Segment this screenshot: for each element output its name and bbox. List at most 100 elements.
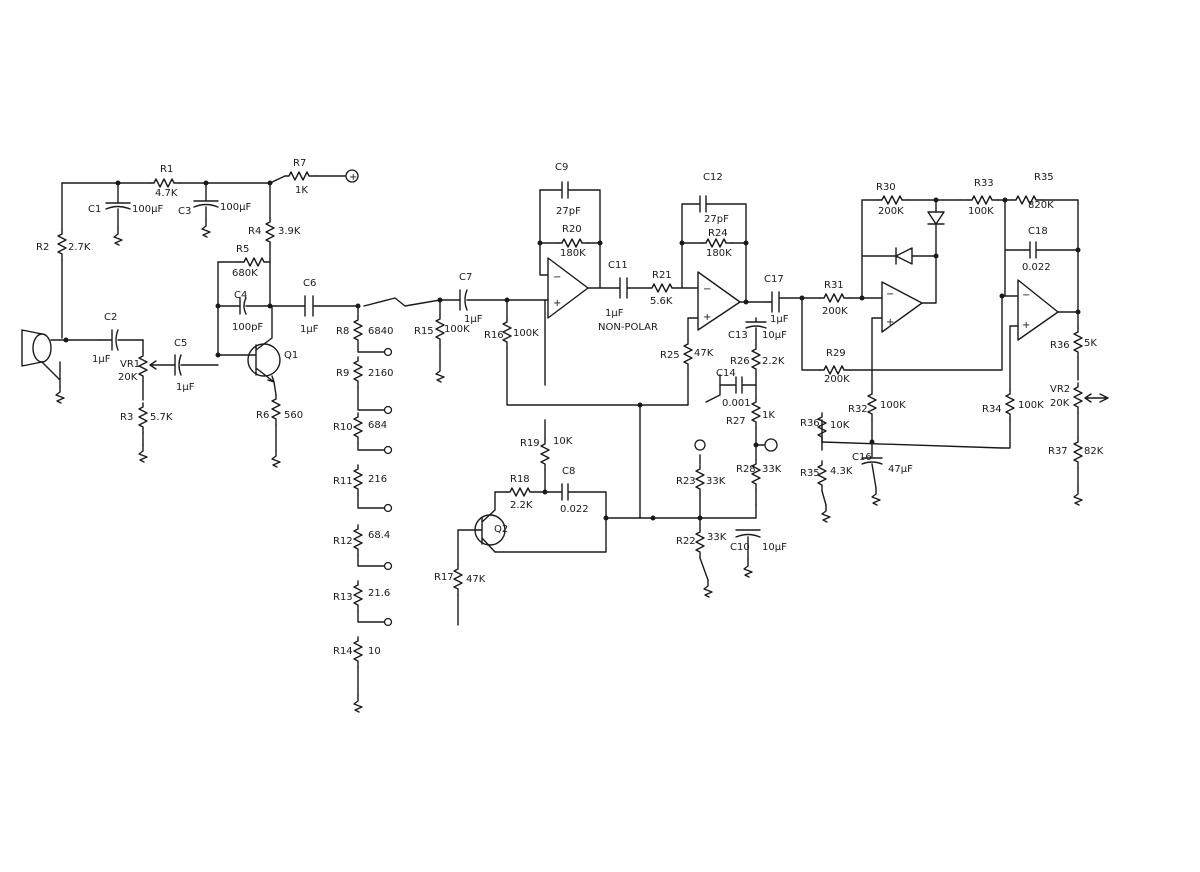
value-r11: 216 xyxy=(368,474,387,485)
supply-terminal-positive xyxy=(345,169,359,183)
label-r26: R26 xyxy=(730,356,750,367)
value-c7: 1µF xyxy=(464,314,483,325)
value-r7: 1K xyxy=(295,185,308,196)
value-r20: 180K xyxy=(560,248,586,259)
label-c7: C7 xyxy=(459,272,472,283)
label-q2: Q2 xyxy=(494,524,508,535)
stage-opamp-gain: − + − + xyxy=(435,181,778,626)
resistor-r16 xyxy=(502,317,512,349)
resistor-r37 xyxy=(1073,437,1083,469)
resistor-r32 xyxy=(867,389,877,421)
resistor-r27 xyxy=(751,397,761,429)
resistor-r22 xyxy=(695,527,705,559)
value-c12: 27pF xyxy=(704,214,729,225)
label-r11: R11 xyxy=(333,476,353,487)
label-r21: R21 xyxy=(652,270,672,281)
label-r36-output: R36 xyxy=(1050,340,1070,351)
label-r31: R31 xyxy=(824,280,844,291)
resistor-r1 xyxy=(149,178,181,188)
label-r9: R9 xyxy=(336,368,349,379)
label-c6: C6 xyxy=(303,278,316,289)
label-c3: C3 xyxy=(178,206,191,217)
label-c14: C14 xyxy=(716,368,736,379)
value-c13: 10µF xyxy=(762,330,787,341)
value-r22: 33K xyxy=(707,532,727,543)
label-r2: R2 xyxy=(36,242,49,253)
value-r9: 2160 xyxy=(368,368,393,379)
opamp-4 xyxy=(1017,279,1059,341)
value-r1: 4.7K xyxy=(155,188,178,199)
value-c2: 1µF xyxy=(92,354,111,365)
value-c10: 10µF xyxy=(762,542,787,553)
label-r13: R13 xyxy=(333,592,353,603)
value-c16: 47µF xyxy=(888,464,913,475)
value-r30: 200K xyxy=(878,206,904,217)
value-r14: 10 xyxy=(368,646,381,657)
value-r23: 33K xyxy=(706,476,726,487)
value-r35: 820K xyxy=(1028,200,1054,211)
value-r6: 560 xyxy=(284,410,303,421)
resistor-r17 xyxy=(453,564,463,596)
value-r21: 5.6K xyxy=(650,296,673,307)
label-r18: R18 xyxy=(510,474,530,485)
opamp-1-inverting: − xyxy=(553,272,561,283)
value-r24: 180K xyxy=(706,248,732,259)
value-c14: 0.001 xyxy=(722,398,751,409)
opamp-1 xyxy=(547,257,589,319)
label-r37: R37 xyxy=(1048,446,1068,457)
value-r4: 3.9K xyxy=(278,226,301,237)
label-vr2: VR2 xyxy=(1050,384,1070,395)
opamp-4-inverting: − xyxy=(1022,290,1030,301)
label-c8: C8 xyxy=(562,466,575,477)
label-c11: C11 xyxy=(608,260,628,271)
label-r32: R32 xyxy=(848,404,868,415)
value-r35-lower: 4.3K xyxy=(830,466,853,477)
opamp-3 xyxy=(881,281,923,333)
label-r33: R33 xyxy=(974,178,994,189)
label-r36: R36 xyxy=(800,418,820,429)
opamp-1-noninverting: + xyxy=(553,298,561,309)
value-r28: 33K xyxy=(762,464,782,475)
label-r35: R35 xyxy=(1034,172,1054,183)
resistor-r4 xyxy=(265,217,275,249)
value-vr1: 20K xyxy=(118,372,138,383)
label-r15: R15 xyxy=(414,326,434,337)
transistor-q1 xyxy=(247,343,281,377)
value-r2: 2.7K xyxy=(68,242,91,253)
value-r16: 100K xyxy=(513,328,539,339)
value-r36-output: 5K xyxy=(1084,338,1097,349)
label-r8: R8 xyxy=(336,326,349,337)
value-r36: 10K xyxy=(830,420,850,431)
label-r35-lower: R35 xyxy=(800,468,820,479)
label-r20: R20 xyxy=(562,224,582,235)
diode-d1 xyxy=(895,247,937,265)
resistor-r29 xyxy=(819,365,851,375)
label-r16: R16 xyxy=(484,330,504,341)
resistor-r20 xyxy=(557,238,589,248)
potentiometer-vr1 xyxy=(138,351,148,383)
supply-terminal-sign: + xyxy=(349,172,357,183)
value-r37: 82K xyxy=(1084,446,1104,457)
value-r26: 2.2K xyxy=(762,356,785,367)
value-r31: 200K xyxy=(822,306,848,317)
stage-input-preamp: + xyxy=(21,169,359,468)
label-c17: C17 xyxy=(764,274,784,285)
label-r6: R6 xyxy=(256,410,269,421)
label-q1: Q1 xyxy=(284,350,298,361)
value-c6: 1µF xyxy=(300,324,319,335)
label-r3: R3 xyxy=(120,412,133,423)
label-r4: R4 xyxy=(248,226,261,237)
value-r12: 68.4 xyxy=(368,530,390,541)
opamp-2-inverting: − xyxy=(703,284,711,295)
label-r29: R29 xyxy=(826,348,846,359)
resistor-r34 xyxy=(1005,389,1015,421)
resistor-r23 xyxy=(695,464,705,496)
value-c17: 1µF xyxy=(770,314,789,325)
value-c8: 0.022 xyxy=(560,504,589,515)
label-r7: R7 xyxy=(293,158,306,169)
resistor-r15 xyxy=(435,314,445,346)
opamp-2-noninverting: + xyxy=(703,312,711,323)
value-c3: 100µF xyxy=(220,202,251,213)
label-c12: C12 xyxy=(703,172,723,183)
value-c18: 0.022 xyxy=(1022,262,1051,273)
